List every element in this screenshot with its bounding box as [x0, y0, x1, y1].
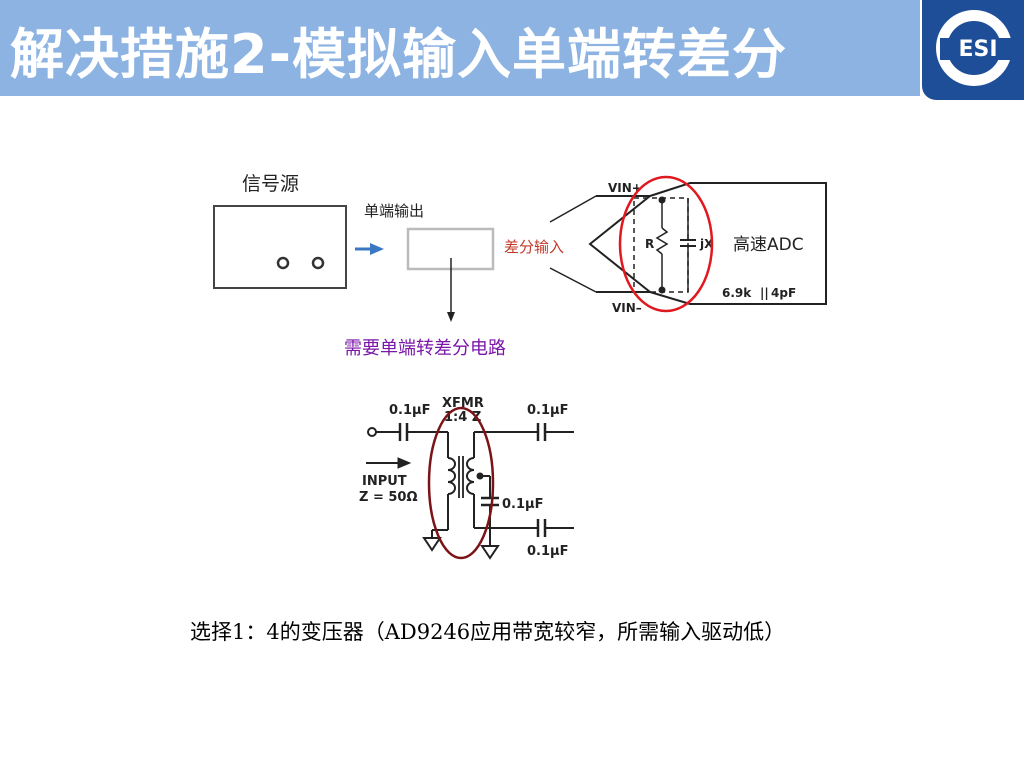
signal-source-box	[213, 205, 347, 289]
ground-icon	[422, 537, 442, 552]
r-label: R	[645, 237, 654, 251]
bottom-diagram: 0.1µF 0.1µF 0.1µF	[359, 396, 574, 560]
diff-input-label: 差分输入	[504, 238, 564, 256]
single-output-label: 单端输出	[364, 202, 424, 220]
resistor-icon	[655, 227, 669, 255]
source-terminal	[276, 256, 290, 270]
need-circuit-label: 需要单端转差分电路	[344, 338, 506, 359]
input-terminal	[367, 427, 377, 437]
slide-title: 解决措施2-模拟输入单端转差分	[10, 23, 787, 86]
xfmr-label: XFMR	[442, 396, 484, 411]
slide-caption: 选择1：4的变压器（AD9246应用带宽较窄，所需输入驱动低）	[190, 620, 786, 644]
impedance-label: 6.9k	[722, 286, 752, 300]
esi-logo-icon: ESI	[936, 10, 1012, 86]
cap-out-bottom-label: 0.1µF	[527, 544, 568, 559]
secondary-coil-icon	[466, 457, 475, 495]
blue-arrow-icon	[370, 243, 384, 255]
diff-line-minus	[549, 267, 597, 293]
esi-logo: ESI	[922, 0, 1024, 100]
down-arrow-icon	[447, 312, 455, 322]
top-diagram: 信号源 单端输出 需要单端转差分电路 差分输入 VIN+ VIN– R	[213, 173, 827, 359]
primary-coil-icon	[447, 457, 456, 495]
cap-label: 4pF	[771, 286, 796, 300]
jx-label: jX	[699, 237, 714, 251]
adc-block	[649, 182, 827, 305]
internal-dashed-box	[633, 197, 689, 293]
source-terminal	[311, 256, 325, 270]
cap-center-label: 0.1µF	[502, 497, 543, 512]
input-impedance-label: Z = 50Ω	[359, 490, 418, 505]
diff-line-plus	[549, 195, 597, 223]
cap-out-top-label: 0.1µF	[527, 403, 568, 418]
parallel-mark: ||	[760, 286, 769, 300]
input-arrow-icon	[397, 457, 412, 469]
transformer-highlight-ellipse	[427, 406, 495, 560]
adc-label: 高速ADC	[733, 235, 804, 255]
highlight-ellipse	[618, 175, 714, 313]
source-label: 信号源	[242, 173, 299, 195]
input-label: INPUT	[362, 474, 407, 489]
ground-icon	[480, 545, 500, 560]
vin-minus-label: VIN–	[612, 301, 642, 315]
adc-input-bracket	[588, 195, 653, 293]
logo-text: ESI	[958, 37, 997, 62]
vin-plus-label: VIN+	[608, 181, 642, 195]
cap-in-label: 0.1µF	[389, 403, 430, 418]
title-bar: 解决措施2-模拟输入单端转差分	[0, 0, 920, 96]
